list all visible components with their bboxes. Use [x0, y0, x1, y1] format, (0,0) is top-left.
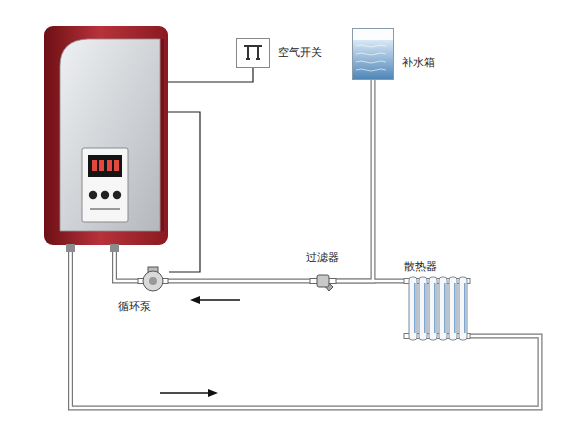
power-wire — [168, 68, 253, 82]
component-label: 循环泵 — [118, 300, 151, 314]
radiator-symbol — [404, 277, 470, 341]
boiler-return-pipe — [115, 252, 139, 281]
makeup-tank-symbol — [352, 28, 394, 80]
filter-symbol — [310, 270, 336, 292]
component-label: 散热器 — [404, 260, 437, 274]
flow-arrow — [160, 389, 218, 397]
component-label: 空气开关 — [278, 46, 322, 60]
supply-pipe — [71, 252, 541, 408]
makeup-tank: 补水箱 — [352, 28, 394, 80]
radiator: 散热器 — [404, 277, 470, 341]
component-label: 补水箱 — [402, 56, 435, 70]
circulation-pump-symbol — [138, 267, 168, 295]
circulation-pump: 循环泵 — [138, 267, 168, 295]
pipe-interior — [336, 80, 373, 281]
pipe-outlines — [168, 80, 404, 281]
control-wire — [168, 112, 200, 272]
air-switch: 空气开关 — [236, 38, 270, 68]
electric-boiler — [44, 26, 168, 252]
water-pipe — [336, 80, 373, 281]
water-pipe — [168, 279, 310, 284]
pipe-interior — [168, 280, 310, 283]
pipe-interiors — [168, 80, 404, 281]
flow-arrow — [190, 296, 240, 304]
filter: 过滤器 — [310, 270, 336, 292]
component-label: 过滤器 — [306, 251, 339, 265]
air-switch-symbol — [236, 38, 270, 68]
